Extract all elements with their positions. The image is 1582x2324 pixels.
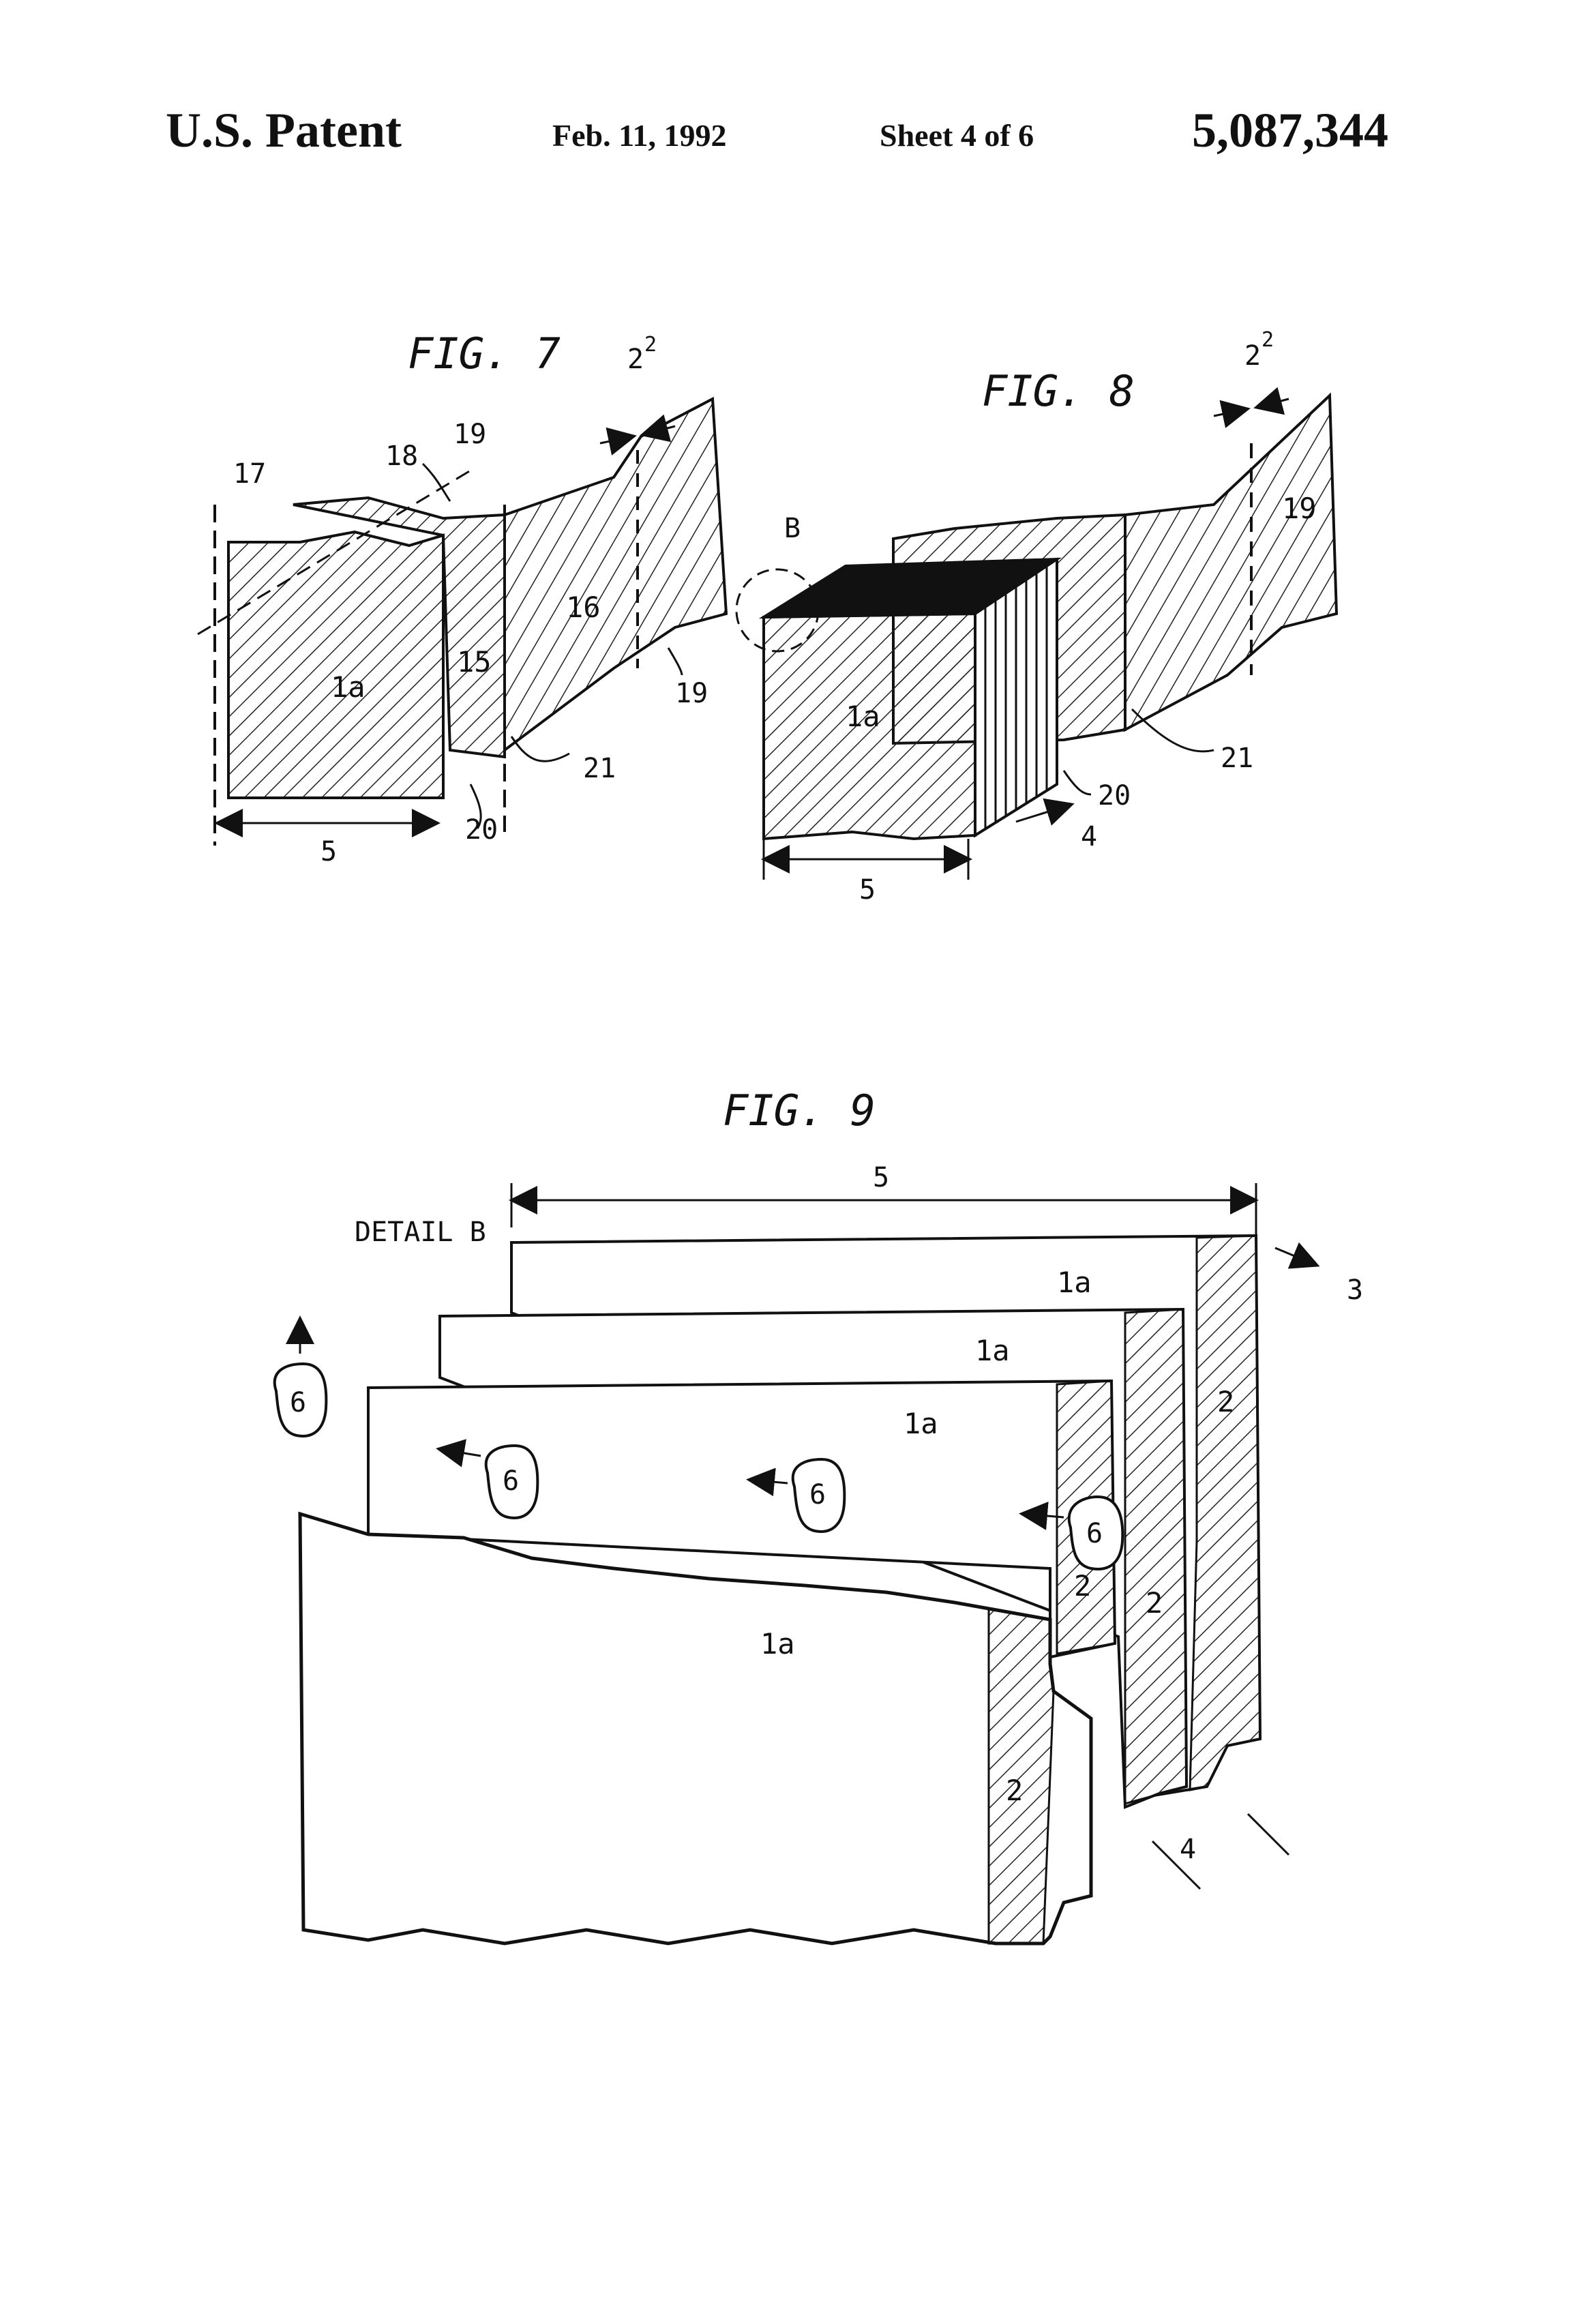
fig8-label-b: B	[784, 513, 801, 544]
fig8-label-20: 20	[1098, 780, 1131, 811]
fig9-label-6-left: 6	[503, 1465, 519, 1497]
fig7-label-21: 21	[583, 753, 616, 784]
fig9-label-1a-back: 1a	[1057, 1266, 1092, 1299]
fig7-title: FIG. 7	[408, 329, 561, 378]
fig8-sheet-19	[1125, 396, 1337, 730]
fig9-label-4: 4	[1180, 1834, 1196, 1865]
fig8-label-19: 19	[1282, 492, 1317, 525]
fig9-label-6-middle: 6	[809, 1479, 826, 1510]
fig7-label-19: 19	[675, 678, 708, 709]
fig8-label-21: 21	[1221, 743, 1253, 774]
figure-7: FIG. 7 17 18	[198, 329, 726, 867]
fig9-title: FIG. 9	[723, 1086, 876, 1135]
figure-9: FIG. 9 DETAIL B 5 3	[275, 1086, 1363, 1943]
fig9-label-1a-third: 1a	[975, 1334, 1010, 1367]
fig9-dimension-3	[1275, 1248, 1316, 1265]
fig7-label-5: 5	[320, 836, 337, 867]
fig9-label-3: 3	[1347, 1275, 1363, 1306]
fig7-leader-19	[668, 648, 682, 675]
fig9-detail-label: DETAIL B	[355, 1217, 486, 1248]
fig7-label-17: 17	[233, 458, 266, 490]
fig7-label-1a: 1a	[331, 670, 365, 704]
fig7-label-20: 20	[465, 814, 498, 846]
fig8-label-2-superscript: 2	[1262, 328, 1274, 352]
fig8-leader-20	[1064, 771, 1091, 794]
fig9-label-2-front: 2	[1006, 1774, 1023, 1807]
figure-8: FIG. 8	[736, 328, 1337, 906]
fig8-label-4: 4	[1081, 821, 1097, 852]
fig8-dimension-2-squared	[1214, 409, 1247, 416]
fig7-label-18: 18	[385, 441, 418, 472]
fig9-label-2-third: 2	[1146, 1586, 1163, 1620]
fig7-label-16: 16	[566, 591, 601, 624]
fig9-label-6-outer: 6	[290, 1387, 306, 1418]
fig7-dimension-2-squared	[600, 436, 633, 443]
fig7-label-19-top: 19	[453, 419, 486, 450]
fig9-label-5: 5	[873, 1162, 889, 1193]
fig8-label-5: 5	[859, 874, 876, 906]
fig9-label-1a-second: 1a	[904, 1407, 938, 1440]
fig8-dimension-4	[1016, 805, 1071, 822]
fig9-label-2-back: 2	[1217, 1385, 1234, 1418]
fig8-label-1a: 1a	[846, 700, 880, 733]
fig7-leader-21	[511, 736, 569, 761]
fig7-label-2: 2	[627, 344, 644, 375]
fig7-label-15: 15	[457, 645, 492, 679]
fig9-label-6-right: 6	[1086, 1518, 1103, 1549]
fig7-block-1a	[228, 532, 443, 798]
fig8-label-2: 2	[1244, 340, 1261, 372]
fig7-label-2-superscript: 2	[644, 333, 657, 357]
fig8-title: FIG. 8	[982, 366, 1135, 416]
fig9-label-1a-front: 1a	[760, 1627, 795, 1660]
fig9-label-2-second: 2	[1074, 1569, 1091, 1603]
